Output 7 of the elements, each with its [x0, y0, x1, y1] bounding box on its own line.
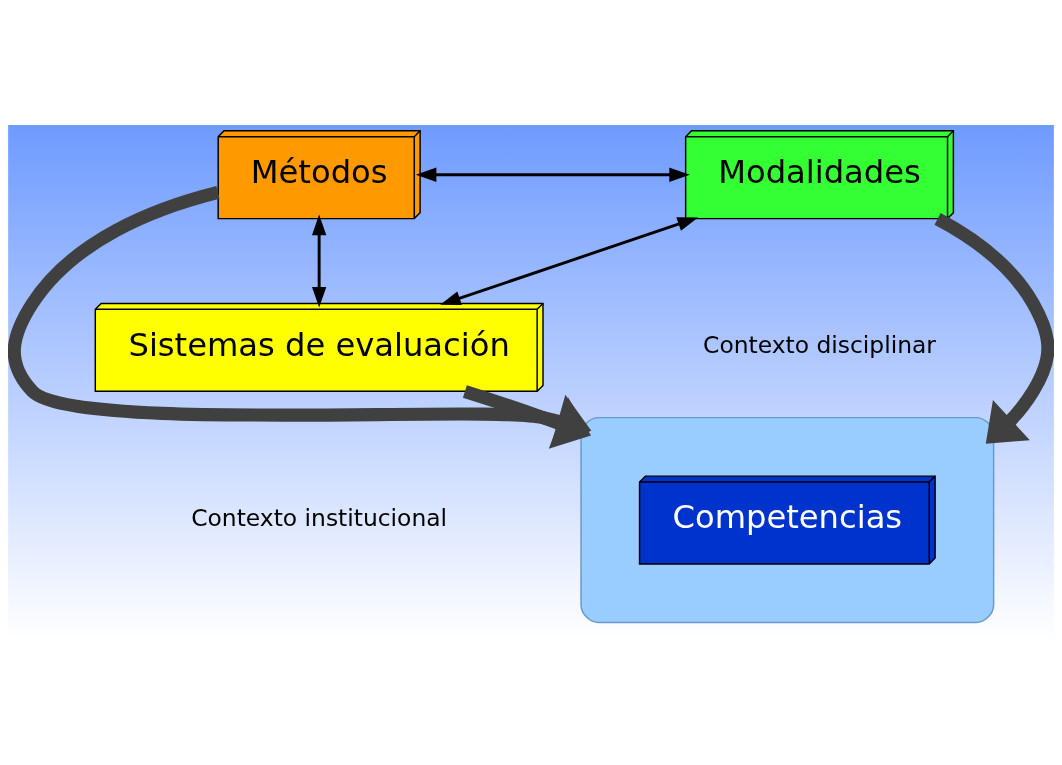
- arrow: [415, 167, 690, 182]
- label: Contexto disciplinar: [703, 330, 936, 359]
- arrow: [311, 214, 327, 308]
- arrow: [934, 213, 1054, 444]
- label: Contexto institucional: [191, 503, 448, 532]
- arrow: [440, 217, 699, 306]
- cluster: [580, 416, 995, 624]
